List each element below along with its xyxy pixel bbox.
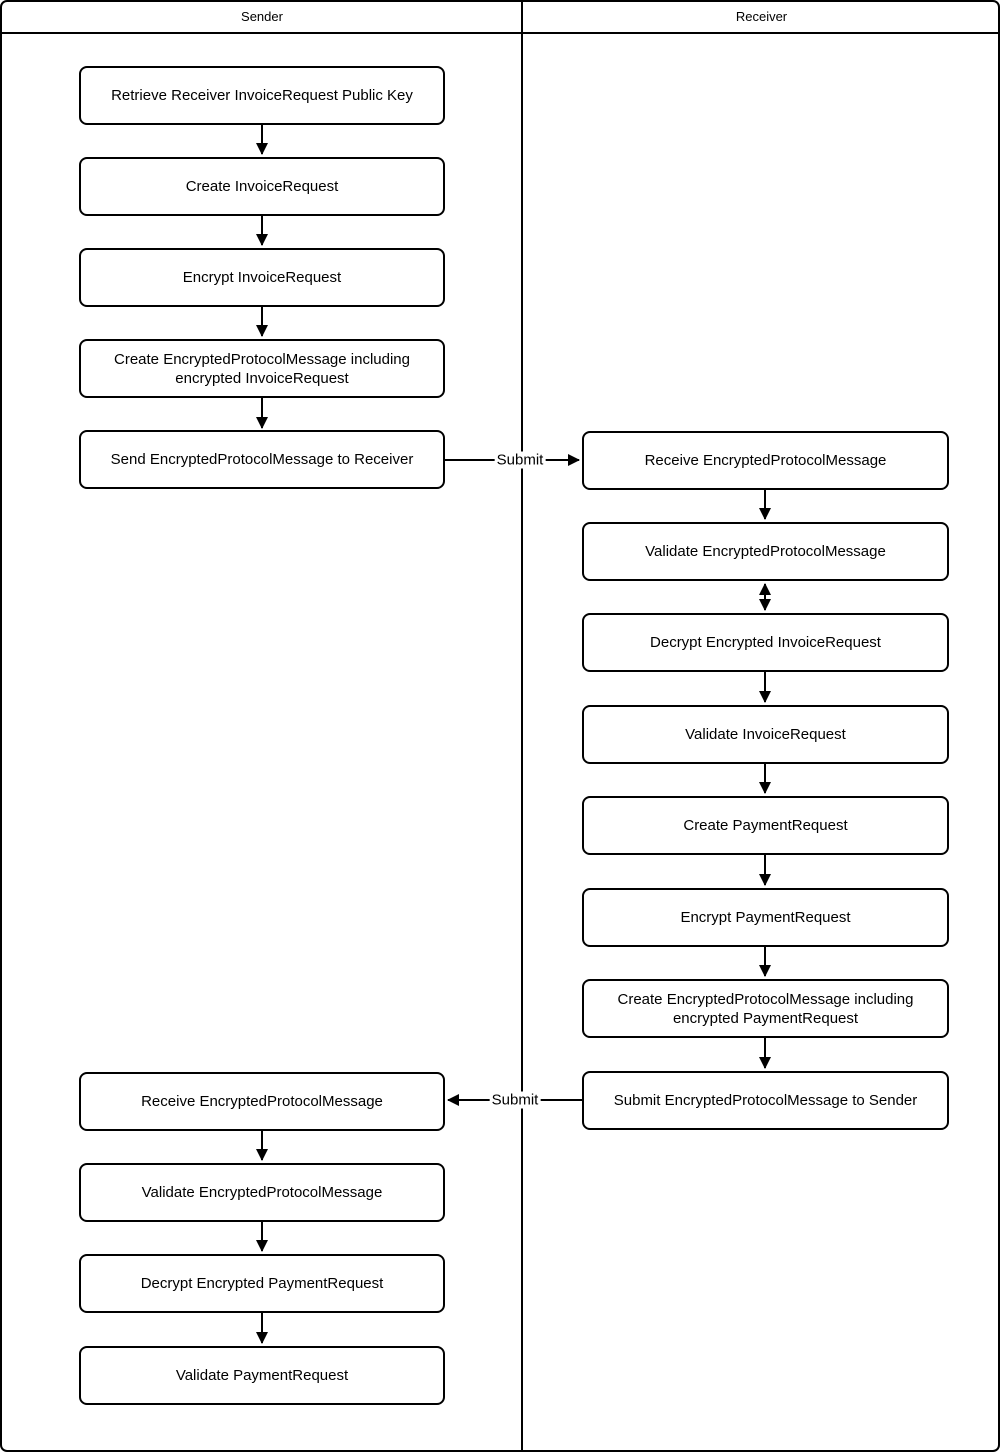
receiver-step-submit-encryptedprotocolmessage: Submit EncryptedProtocolMessage to Sende…: [582, 1071, 949, 1130]
receiver-step-validate-encryptedprotocolmessage: Validate EncryptedProtocolMessage: [582, 522, 949, 581]
sender-step-receive-encryptedprotocolmessage: Receive EncryptedProtocolMessage: [79, 1072, 445, 1131]
sender-step-retrieve-public-key: Retrieve Receiver InvoiceRequest Public …: [79, 66, 445, 125]
receiver-step-decrypt-invoicerequest: Decrypt Encrypted InvoiceRequest: [582, 613, 949, 672]
sender-step-create-invoicerequest: Create InvoiceRequest: [79, 157, 445, 216]
sender-step-validate-paymentrequest: Validate PaymentRequest: [79, 1346, 445, 1405]
lane-title-sender: Sender: [241, 9, 283, 24]
lane-divider: [521, 2, 523, 1450]
receiver-step-validate-invoicerequest: Validate InvoiceRequest: [582, 705, 949, 764]
lane-title-receiver: Receiver: [735, 9, 788, 24]
receiver-step-encrypt-paymentrequest: Encrypt PaymentRequest: [582, 888, 949, 947]
sender-step-encrypt-invoicerequest: Encrypt InvoiceRequest: [79, 248, 445, 307]
sender-step-create-encryptedprotocolmessage: Create EncryptedProtocolMessage includin…: [79, 339, 445, 398]
receiver-step-create-paymentrequest: Create PaymentRequest: [582, 796, 949, 855]
receiver-step-receive-encryptedprotocolmessage: Receive EncryptedProtocolMessage: [582, 431, 949, 490]
receiver-step-create-encryptedprotocolmessage: Create EncryptedProtocolMessage includin…: [582, 979, 949, 1038]
submit-label-to-receiver: Submit: [494, 451, 546, 469]
sender-step-send-encryptedprotocolmessage: Send EncryptedProtocolMessage to Receive…: [79, 430, 445, 489]
submit-label-to-sender: Submit: [489, 1091, 541, 1109]
sender-step-validate-encryptedprotocolmessage: Validate EncryptedProtocolMessage: [79, 1163, 445, 1222]
lane-header-separator: [2, 32, 998, 34]
sender-step-decrypt-paymentrequest: Decrypt Encrypted PaymentRequest: [79, 1254, 445, 1313]
